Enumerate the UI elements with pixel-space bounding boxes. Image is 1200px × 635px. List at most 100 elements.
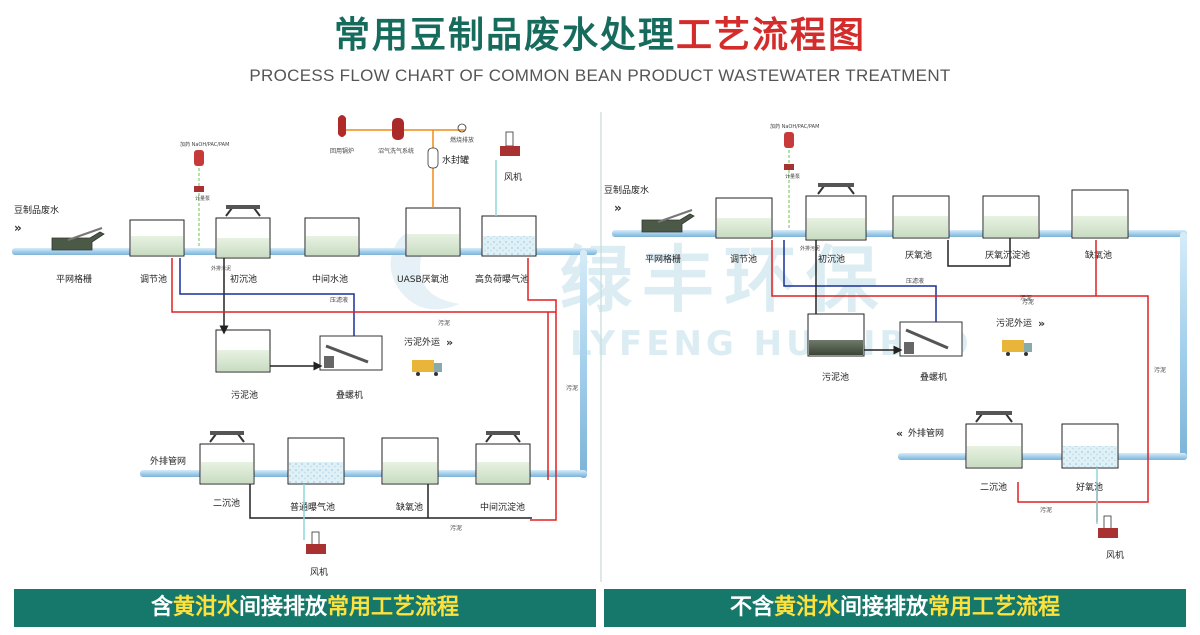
right-screw-press	[899, 321, 963, 357]
left-screw-press-label: 叠螺机	[336, 389, 363, 401]
left-sludge-b-label: 污泥	[566, 384, 578, 392]
right-sludge-b-label: 污泥	[1154, 366, 1166, 374]
right-anaerobic-label: 厌氧池	[905, 249, 932, 261]
right-anoxic-label: 缺氧池	[1085, 249, 1112, 261]
left-sludge-red-lines	[171, 258, 557, 521]
right-outlet-label: 外排管网	[908, 427, 944, 439]
right-secondary-label: 二沉池	[980, 481, 1007, 493]
right-sludge-d-label: 污泥	[1020, 294, 1032, 302]
left-primary-label: 初沉池	[230, 273, 257, 285]
right-sludge-out-chevron: »	[1038, 317, 1045, 330]
left-blower-bottom	[303, 484, 326, 554]
left-secondary-label: 二沉池	[213, 497, 240, 509]
right-adjust-tank	[715, 197, 773, 239]
title-part-1: 常用豆制品废水处理	[333, 15, 676, 56]
left-primary-tank	[215, 205, 271, 259]
right-caption-p3: 间接排放	[840, 595, 929, 620]
page-subtitle: PROCESS FLOW CHART OF COMMON BEAN PRODUC…	[249, 66, 951, 85]
watermark: 绿丰环保 LYFENG HUANBAO	[390, 225, 969, 364]
right-primary-label: 初沉池	[818, 253, 845, 265]
left-middle-label: 中间水池	[312, 273, 348, 285]
left-pressed-liquid-label: 压滤液	[330, 296, 348, 304]
left-biogas-line	[338, 115, 467, 208]
left-mid-settle-label: 中间沉淀池	[480, 501, 525, 513]
right-caption-p4: 常用工艺流程	[928, 595, 1061, 620]
left-screw-press	[319, 335, 383, 371]
left-dosing	[194, 150, 204, 248]
right-anaerobic-settle-label: 厌氧沉淀池	[985, 249, 1030, 261]
left-blower-top-label: 风机	[504, 171, 522, 183]
left-truck-icon	[412, 360, 442, 376]
right-return-pipe	[1180, 232, 1187, 460]
right-blower	[1096, 468, 1118, 538]
left-high-aeration-tank	[481, 215, 537, 257]
left-sludge-tank-label: 污泥池	[231, 389, 258, 401]
left-normal-aeration-label: 普通曝气池	[290, 501, 335, 513]
left-blower-top	[495, 131, 520, 216]
right-caption-p1: 不含	[729, 595, 774, 620]
left-normal-aeration-tank	[287, 437, 345, 485]
left-bottom-black-line	[249, 484, 532, 519]
left-high-aeration-label: 高负荷曝气池	[475, 273, 529, 285]
page-title: 常用豆制品废水处理工艺流程图	[0, 14, 1200, 58]
left-dosing-pump-label: 计量泵	[195, 195, 210, 202]
left-inlet-label: 豆制品废水	[14, 204, 59, 216]
right-sludge-tank-label: 污泥池	[822, 371, 849, 383]
right-dosing-pump-label: 计量泵	[785, 173, 800, 180]
right-anaerobic-tank	[892, 195, 950, 239]
right-screw-press-label: 叠螺机	[920, 371, 947, 383]
left-anoxic-label: 缺氧池	[396, 501, 423, 513]
left-mid-settle-tank	[475, 431, 531, 485]
left-boiler-label: 回用锅炉	[330, 147, 354, 155]
left-anoxic-tank	[381, 437, 439, 485]
right-aerobic-label: 好氧池	[1076, 481, 1103, 493]
right-caption-bar: 不含黄泔水间接排放常用工艺流程	[604, 589, 1186, 627]
left-uasb-tank	[405, 207, 461, 257]
left-adjust-tank	[129, 219, 185, 257]
left-dosing-label: 加药 NaOH/PAC/PAM	[180, 141, 229, 148]
left-sludge-out-chevron: »	[446, 336, 453, 349]
right-sludge-tank	[807, 313, 865, 357]
left-sludge-a-label: 污泥	[438, 319, 450, 327]
right-anoxic-tank	[1071, 189, 1129, 239]
left-sludge-c-label: 污泥	[450, 524, 462, 532]
left-pressed-liquid-line	[179, 258, 355, 336]
right-adjust-label: 调节池	[730, 253, 757, 265]
right-primary-tank	[805, 183, 867, 241]
right-anaerobic-settle-tank	[982, 195, 1040, 239]
right-pressed-liquid-label: 压滤液	[906, 277, 924, 285]
right-secondary-tank	[965, 411, 1023, 469]
right-outlet-chevron: «	[896, 427, 903, 440]
left-sludge-tank	[215, 329, 271, 373]
right-dosing	[784, 132, 794, 230]
left-sludge-out-label: 污泥外运	[404, 336, 440, 348]
right-return-black-line	[947, 238, 1011, 267]
left-secondary-tank	[199, 431, 255, 485]
title-part-2: 工艺流程图	[676, 15, 867, 56]
left-caption-p4: 常用工艺流程	[327, 595, 460, 620]
right-caption-p2: 黄泔水	[773, 595, 840, 620]
right-grid-screen	[641, 209, 695, 233]
left-caption-p1: 含	[150, 595, 173, 620]
left-caption-p3: 间接排放	[239, 595, 328, 620]
right-inlet-chevron: »	[614, 201, 622, 215]
left-inlet-chevron: »	[14, 221, 22, 235]
left-caption-bar: 含黄泔水间接排放常用工艺流程	[14, 589, 596, 627]
left-adjust-label: 调节池	[140, 273, 167, 285]
right-truck-icon	[1002, 340, 1032, 356]
left-blower-bottom-label: 风机	[310, 566, 328, 578]
left-biogas-label: 沼气洗气系统	[378, 147, 414, 155]
left-water-seal-label: 水封罐	[442, 154, 469, 166]
left-burn-label: 燃烧排放	[450, 136, 474, 144]
right-pressed-liquid-line	[783, 240, 937, 322]
right-inlet-label: 豆制品废水	[604, 184, 649, 196]
left-uasb-label: UASB厌氧池	[397, 273, 449, 285]
watermark-cn: 绿丰环保	[560, 238, 888, 322]
right-sludge-c-label: 污泥	[1040, 506, 1052, 514]
left-grid-label: 平网格栅	[56, 273, 92, 285]
right-sludge-a-label: 污泥	[1022, 298, 1034, 306]
left-caption-p2: 黄泔水	[172, 595, 239, 620]
right-grid-label: 平网格栅	[645, 253, 681, 265]
left-drain-label: 外排污泥	[211, 265, 231, 272]
